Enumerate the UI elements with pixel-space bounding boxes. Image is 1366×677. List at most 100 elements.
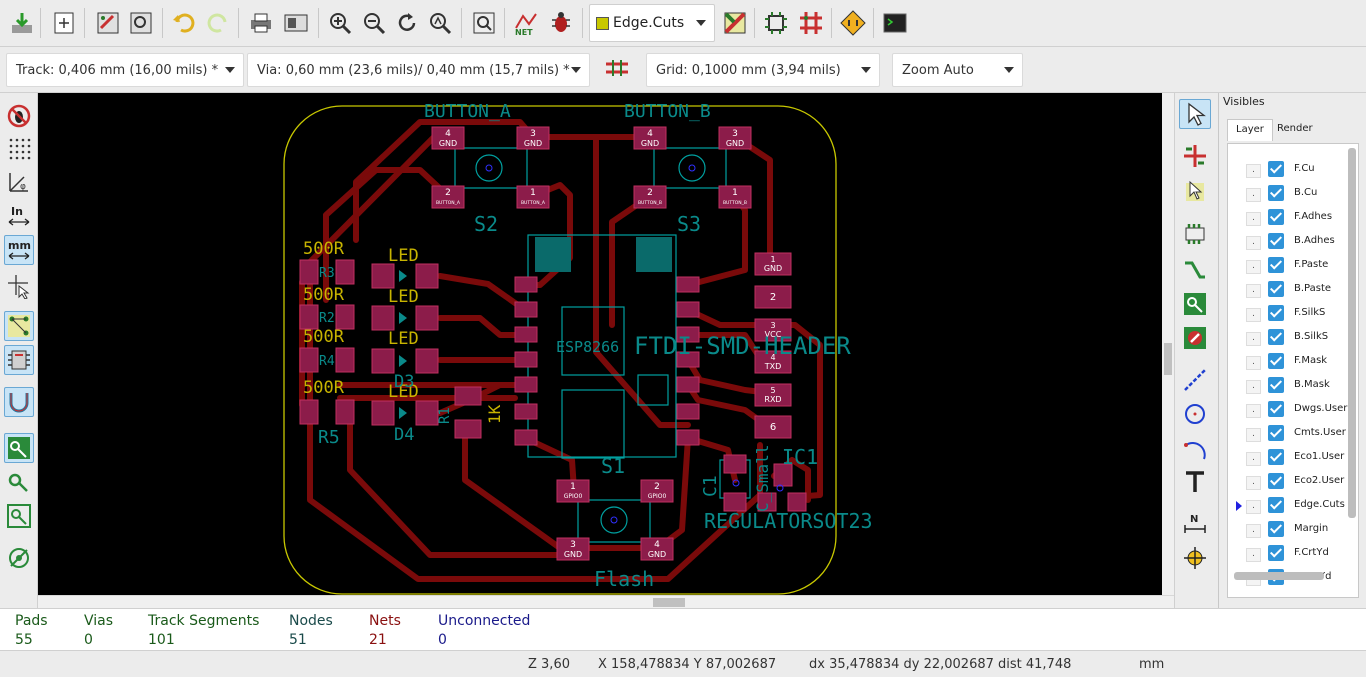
redo-icon[interactable] bbox=[202, 6, 234, 40]
auto-track-width-icon[interactable] bbox=[601, 51, 633, 85]
layer-color-swatch[interactable]: . bbox=[1246, 236, 1261, 250]
vertical-scrollbar[interactable] bbox=[1162, 93, 1174, 595]
layer-row[interactable]: .B.Mask bbox=[1228, 374, 1346, 398]
layer-visible-checkbox[interactable] bbox=[1268, 353, 1284, 369]
layer-row[interactable]: .B.Cu bbox=[1228, 182, 1346, 206]
ratsnest-icon[interactable] bbox=[4, 311, 34, 341]
layer-visible-checkbox[interactable] bbox=[1268, 473, 1284, 489]
zone-sketch-icon[interactable] bbox=[4, 501, 34, 531]
layer-color-swatch[interactable]: . bbox=[1246, 284, 1261, 298]
grid-toggle-icon[interactable] bbox=[4, 133, 34, 163]
load-netlist-icon[interactable] bbox=[92, 6, 124, 40]
auto-delete-track-icon[interactable] bbox=[4, 387, 34, 417]
layer-color-swatch[interactable]: . bbox=[1246, 164, 1261, 178]
page-settings-icon[interactable] bbox=[48, 6, 80, 40]
layer-visible-checkbox[interactable] bbox=[1268, 545, 1284, 561]
scripting-console-icon[interactable] bbox=[879, 6, 911, 40]
zone-fill-icon[interactable] bbox=[4, 433, 34, 463]
layer-color-swatch[interactable]: . bbox=[1246, 260, 1261, 274]
module-ratsnest-icon[interactable] bbox=[4, 345, 34, 375]
layer-row[interactable]: .Dwgs.User bbox=[1228, 398, 1347, 422]
layer-visible-checkbox[interactable] bbox=[1268, 401, 1284, 417]
layer-visible-checkbox[interactable] bbox=[1268, 425, 1284, 441]
zoom-select[interactable]: Zoom Auto bbox=[892, 53, 1023, 87]
local-ratsnest-icon[interactable] bbox=[1179, 177, 1211, 207]
cursor-shape-icon[interactable] bbox=[4, 271, 34, 301]
via-size-select[interactable]: Via: 0,60 mm (23,6 mils)/ 0,40 mm (15,7 … bbox=[247, 53, 590, 87]
find-icon[interactable] bbox=[125, 6, 157, 40]
zoom-out-icon[interactable] bbox=[358, 6, 390, 40]
layer-color-swatch[interactable]: . bbox=[1246, 332, 1261, 346]
layer-visible-checkbox[interactable] bbox=[1268, 521, 1284, 537]
tab-layer[interactable]: Layer bbox=[1227, 119, 1273, 141]
redraw-icon[interactable] bbox=[391, 6, 423, 40]
zoom-fit-icon[interactable] bbox=[424, 6, 456, 40]
layer-selector[interactable]: Edge.Cuts bbox=[589, 4, 715, 42]
layer-row[interactable]: .Edge.Cuts bbox=[1228, 494, 1346, 518]
add-target-icon[interactable] bbox=[1179, 543, 1211, 573]
layer-color-swatch[interactable]: . bbox=[1246, 500, 1261, 514]
add-line-icon[interactable] bbox=[1179, 365, 1211, 395]
layer-visible-checkbox[interactable] bbox=[1268, 257, 1284, 273]
layer-list-scrollbar[interactable] bbox=[1348, 148, 1356, 518]
scroll-thumb[interactable] bbox=[1164, 343, 1172, 375]
layer-row[interactable]: .F.CrtYd bbox=[1228, 542, 1346, 566]
layer-pair-icon[interactable] bbox=[719, 6, 751, 40]
route-track-icon[interactable] bbox=[1179, 255, 1211, 285]
layer-color-swatch[interactable]: . bbox=[1246, 380, 1261, 394]
layer-row[interactable]: .Cmts.User bbox=[1228, 422, 1346, 446]
plot-icon[interactable] bbox=[280, 6, 312, 40]
layer-list-hscrollbar[interactable] bbox=[1234, 572, 1324, 580]
save-board-icon[interactable] bbox=[6, 6, 38, 40]
add-footprint-icon[interactable] bbox=[1179, 219, 1211, 249]
pcb-canvas[interactable]: 4 GND 3 GND 2 BUTTON_A 1 BUTTON_A 4 GND … bbox=[38, 93, 1162, 595]
mode-track-icon[interactable] bbox=[795, 6, 827, 40]
highlight-net-icon[interactable] bbox=[1179, 141, 1211, 171]
layer-color-swatch[interactable]: . bbox=[1246, 476, 1261, 490]
scroll-thumb[interactable] bbox=[653, 598, 685, 607]
add-zone-icon[interactable] bbox=[1179, 289, 1211, 319]
add-text-icon[interactable] bbox=[1179, 467, 1211, 497]
polar-coords-icon[interactable]: φ bbox=[4, 167, 34, 197]
find-component-icon[interactable] bbox=[468, 6, 500, 40]
print-icon[interactable] bbox=[245, 6, 277, 40]
layer-row[interactable]: .Eco2.User bbox=[1228, 470, 1346, 494]
layer-visible-checkbox[interactable] bbox=[1268, 281, 1284, 297]
track-width-select[interactable]: Track: 0,406 mm (16,00 mils) * bbox=[6, 53, 244, 87]
autoroute-icon[interactable] bbox=[837, 6, 869, 40]
layer-color-swatch[interactable]: . bbox=[1246, 212, 1261, 226]
netlist-icon[interactable]: NET bbox=[510, 6, 542, 40]
layer-row[interactable]: .B.SilkS bbox=[1228, 326, 1346, 350]
layer-visible-checkbox[interactable] bbox=[1268, 233, 1284, 249]
grid-select[interactable]: Grid: 0,1000 mm (3,94 mils) bbox=[646, 53, 880, 87]
layer-row[interactable]: .F.Adhes bbox=[1228, 206, 1346, 230]
zone-outline-icon[interactable] bbox=[4, 467, 34, 497]
layer-color-swatch[interactable]: . bbox=[1246, 428, 1261, 442]
add-arc-icon[interactable] bbox=[1179, 435, 1211, 465]
drc-off-icon[interactable] bbox=[4, 101, 34, 131]
high-contrast-icon[interactable] bbox=[4, 543, 34, 573]
layer-row[interactable]: .Eco1.User bbox=[1228, 446, 1346, 470]
horizontal-scrollbar[interactable] bbox=[38, 595, 1174, 608]
layer-row[interactable]: .F.Cu bbox=[1228, 158, 1346, 182]
select-icon[interactable] bbox=[1179, 99, 1211, 129]
layer-color-swatch[interactable]: . bbox=[1246, 308, 1261, 322]
undo-icon[interactable] bbox=[168, 6, 200, 40]
layer-color-swatch[interactable]: . bbox=[1246, 188, 1261, 202]
layer-visible-checkbox[interactable] bbox=[1268, 161, 1284, 177]
layer-row[interactable]: .Margin bbox=[1228, 518, 1346, 542]
layer-color-swatch[interactable]: . bbox=[1246, 404, 1261, 418]
mode-footprint-icon[interactable] bbox=[760, 6, 792, 40]
add-dimension-icon[interactable]: N bbox=[1179, 509, 1211, 539]
drc-icon[interactable] bbox=[545, 6, 577, 40]
layer-color-swatch[interactable]: . bbox=[1246, 452, 1261, 466]
layer-visible-checkbox[interactable] bbox=[1268, 209, 1284, 225]
layer-visible-checkbox[interactable] bbox=[1268, 377, 1284, 393]
layer-visible-checkbox[interactable] bbox=[1268, 449, 1284, 465]
layer-visible-checkbox[interactable] bbox=[1268, 329, 1284, 345]
zoom-in-icon[interactable] bbox=[324, 6, 356, 40]
layer-color-swatch[interactable]: . bbox=[1246, 524, 1261, 538]
layer-row[interactable]: .F.Mask bbox=[1228, 350, 1346, 374]
layer-row[interactable]: .F.SilkS bbox=[1228, 302, 1346, 326]
layer-color-swatch[interactable]: . bbox=[1246, 548, 1261, 562]
